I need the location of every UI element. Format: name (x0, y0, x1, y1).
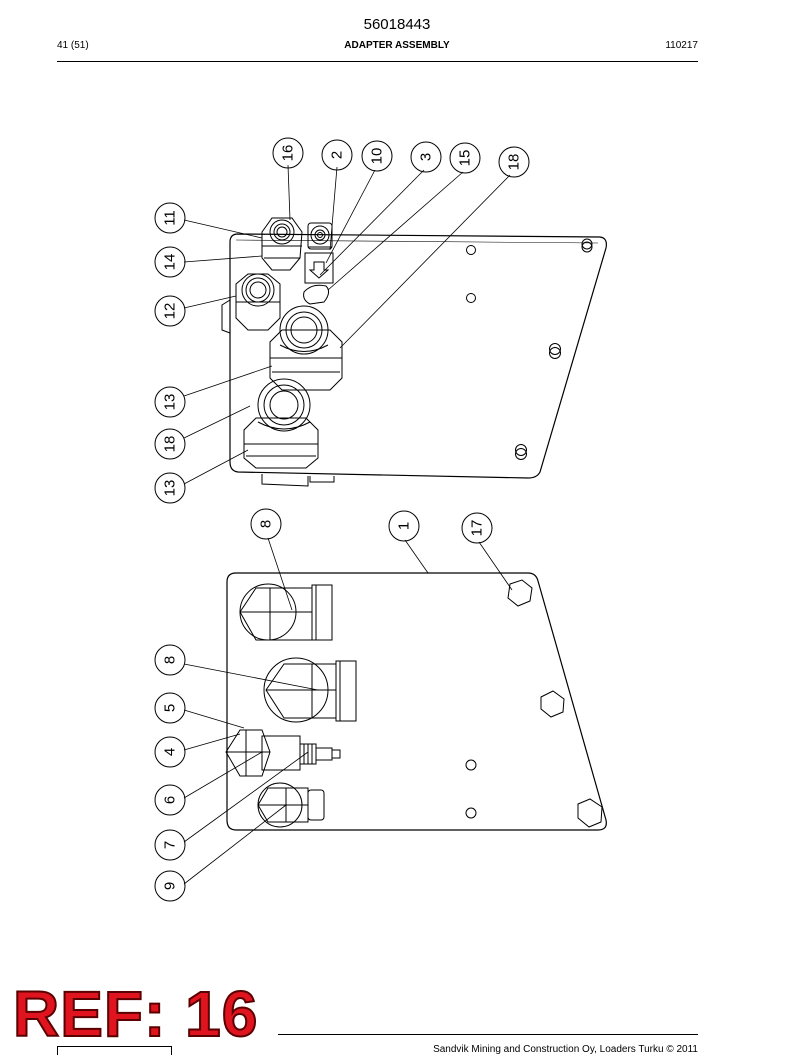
fitting-9 (257, 782, 325, 828)
callout-label: 7 (162, 841, 179, 849)
top-assembly-view: 16 2 10 3 15 18 11 14 12 13 18 13 (154, 137, 607, 504)
callout-label: 8 (258, 520, 275, 528)
fitting-small-plug (307, 222, 333, 250)
callout-label: 13 (162, 480, 179, 497)
callout-label: 9 (162, 882, 179, 890)
callout-label: 16 (280, 145, 297, 162)
reference-stamp: REF: 16 (12, 978, 259, 1050)
callout-label: 10 (369, 148, 386, 165)
fitting-12 (235, 273, 281, 331)
callout-label: 1 (396, 522, 413, 530)
footer-divider (278, 1034, 698, 1035)
callout-label: 18 (162, 436, 179, 453)
fitting-4-5-6 (225, 729, 341, 777)
top-callouts: 16 2 10 3 15 18 11 14 12 13 18 13 (154, 137, 530, 504)
fitting-13-lower (243, 378, 319, 469)
bottom-callouts: 8 1 17 8 5 4 6 7 9 (154, 508, 493, 902)
callout-label: 15 (457, 150, 474, 167)
fitting-small-hex (261, 217, 303, 271)
company-logo (57, 1046, 172, 1055)
callout-label: 14 (162, 254, 179, 271)
document-code: 110217 (665, 40, 698, 51)
callout-label: 13 (162, 394, 179, 411)
fitting-8-upper (239, 583, 333, 641)
header-divider (57, 61, 698, 62)
callout-label: 18 (506, 154, 523, 171)
callout-label: 17 (469, 520, 486, 537)
footer-copyright: Sandvik Mining and Construction Oy, Load… (433, 1044, 698, 1055)
callout-label: 8 (162, 656, 179, 664)
page-title: ADAPTER ASSEMBLY (344, 40, 450, 51)
callout-label: 4 (162, 748, 179, 756)
arrow-block (303, 252, 334, 305)
callout-label: 5 (162, 704, 179, 712)
page-number: 41 (51) (57, 40, 89, 51)
fitting-8-lower (263, 657, 357, 723)
callout-label: 3 (418, 153, 435, 161)
callout-label: 6 (162, 796, 179, 804)
fitting-13-upper (269, 305, 343, 391)
callout-label: 11 (162, 210, 179, 226)
document-number: 56018443 (363, 16, 431, 33)
callout-label: 12 (162, 303, 179, 320)
bottom-assembly-view: 8 1 17 8 5 4 6 7 9 (154, 508, 607, 902)
callout-label: 2 (329, 151, 346, 159)
